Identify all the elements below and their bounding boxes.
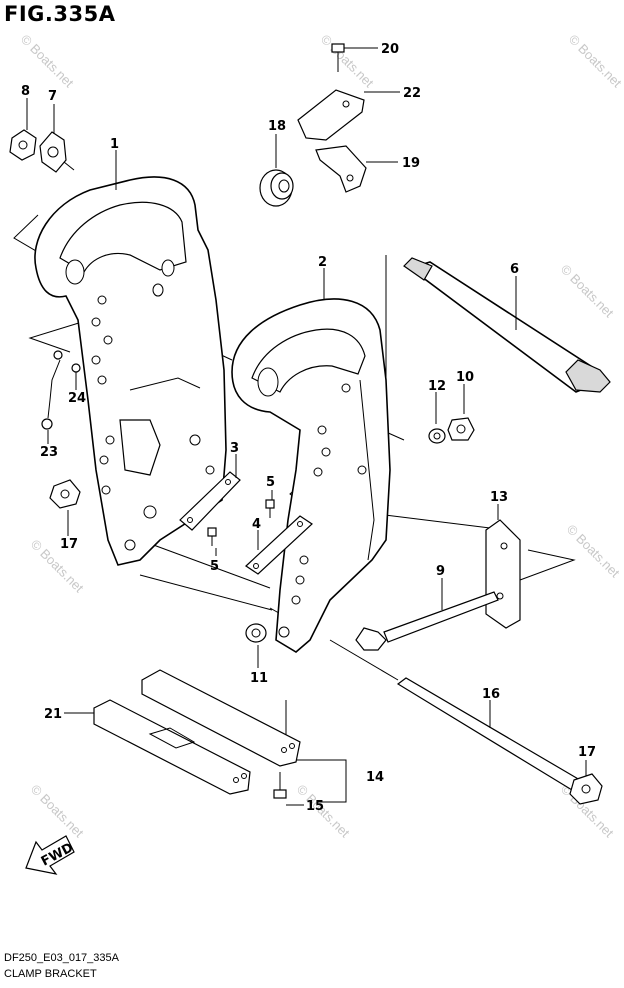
part-22-bracket xyxy=(297,89,365,141)
label-part-13: 13 xyxy=(490,490,508,505)
fwd-arrow-icon: FWD xyxy=(25,835,76,875)
label-part-16: 16 xyxy=(482,687,500,702)
part-18-grommet xyxy=(259,169,294,207)
label-part-17: 17 xyxy=(60,537,78,552)
label-part-4: 4 xyxy=(252,517,261,532)
part-19-bracket xyxy=(315,145,367,193)
label-part-5: 5 xyxy=(210,559,219,574)
clamp-bracket-left xyxy=(34,176,227,566)
part-9-bolt xyxy=(355,591,499,651)
label-part-1: 1 xyxy=(110,137,119,152)
part-24-cable-end xyxy=(53,350,81,373)
part-14-plate xyxy=(141,669,301,767)
label-part-14: 14 xyxy=(366,770,384,785)
label-part-9: 9 xyxy=(436,564,445,579)
label-part-23: 23 xyxy=(40,445,58,460)
part-11-washer xyxy=(245,623,267,643)
label-part-3: 3 xyxy=(230,441,239,456)
label-part-12: 12 xyxy=(428,379,446,394)
diagram-caption: CLAMP BRACKET xyxy=(4,968,97,980)
diagram-code: DF250_E03_017_335A xyxy=(4,952,119,964)
part-13-plate xyxy=(485,519,521,629)
part-7-plate xyxy=(39,131,75,173)
watermark-text: © Boats.net xyxy=(28,782,87,841)
label-part-24: 24 xyxy=(68,391,86,406)
part-23-ground-wire xyxy=(41,359,61,430)
part-4-plate xyxy=(245,515,313,575)
part-8-nut xyxy=(9,129,37,161)
label-part-6: 6 xyxy=(510,262,519,277)
part-5-screw xyxy=(207,499,275,546)
part-21-plate xyxy=(93,699,251,795)
label-part-10: 10 xyxy=(456,370,474,385)
figure-title: FIG.335A xyxy=(4,2,116,26)
callout-labels: 1 2 3 4 5 5 6 7 8 9 10 11 12 13 14 15 16… xyxy=(21,42,596,814)
label-part-7: 7 xyxy=(48,89,57,104)
part-10-nut xyxy=(447,417,475,441)
label-part-22: 22 xyxy=(403,86,421,101)
part-6-tilt-tube xyxy=(403,257,611,393)
label-part-11: 11 xyxy=(250,671,268,686)
label-part-19: 19 xyxy=(402,156,420,171)
watermark-text: © Boats.net xyxy=(566,32,624,91)
label-part-21: 21 xyxy=(44,707,62,722)
clamp-bracket-right xyxy=(231,298,391,653)
label-part-5: 5 xyxy=(266,475,275,490)
label-part-17: 17 xyxy=(578,745,596,760)
part-12-washer xyxy=(428,428,446,444)
leader-lines xyxy=(26,47,587,806)
label-part-2: 2 xyxy=(318,255,327,270)
watermark-text: © Boats.net xyxy=(18,32,77,91)
part-17-nut-left xyxy=(49,479,81,509)
watermark-text: © Boats.net xyxy=(318,32,377,91)
watermark-text: © Boats.net xyxy=(564,522,623,581)
part-17-nut-right xyxy=(569,773,603,805)
label-part-18: 18 xyxy=(268,119,286,134)
part-3-plate xyxy=(179,471,241,531)
watermark-text: © Boats.net xyxy=(558,262,617,321)
label-part-15: 15 xyxy=(306,799,324,814)
label-part-20: 20 xyxy=(381,42,399,57)
label-part-8: 8 xyxy=(21,84,30,99)
part-15-bolt xyxy=(273,772,287,799)
